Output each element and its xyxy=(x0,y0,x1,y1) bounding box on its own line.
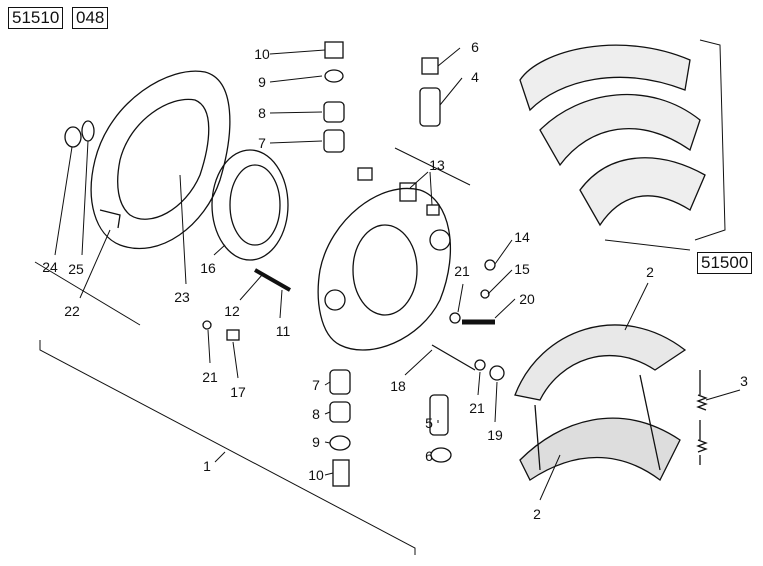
cap-24 xyxy=(64,126,82,148)
ref-number: 51510 xyxy=(12,8,60,27)
callout: 21 xyxy=(469,400,485,416)
callout: 21 xyxy=(454,263,470,279)
callout: 4 xyxy=(471,69,479,85)
callout: 8 xyxy=(258,105,266,121)
callout: 7 xyxy=(258,135,266,151)
callout: 5 xyxy=(425,415,433,431)
cap-25 xyxy=(81,120,95,142)
callout: 3 xyxy=(740,373,748,389)
callout: 11 xyxy=(275,323,291,339)
callout: 10 xyxy=(254,46,270,62)
callout: 14 xyxy=(514,229,530,245)
callout: 18 xyxy=(390,378,406,394)
callout: 13 xyxy=(429,157,445,173)
callout: 16 xyxy=(200,260,216,276)
callout: 15 xyxy=(514,261,530,277)
callout: 6 xyxy=(471,39,479,55)
callout: 1 xyxy=(203,458,211,474)
callout: 25 xyxy=(68,261,84,277)
ref-suffix-box: 048 xyxy=(72,7,109,29)
callout: 8 xyxy=(312,406,320,422)
callout: 20 xyxy=(519,291,535,307)
callout: 2 xyxy=(533,506,541,522)
callout: 9 xyxy=(312,434,320,450)
seal-ring xyxy=(211,149,289,261)
backing-plate xyxy=(90,70,231,250)
callout: 12 xyxy=(224,303,240,319)
callout: 23 xyxy=(174,289,190,305)
return-spring xyxy=(696,370,708,465)
parts-stack-top xyxy=(323,41,441,216)
callout: 9 xyxy=(258,74,266,90)
leader-lines xyxy=(34,39,741,555)
callout: 24 xyxy=(42,259,58,275)
callout: 22 xyxy=(64,303,80,319)
callout: 7 xyxy=(312,377,320,393)
callout: 2 xyxy=(646,264,654,280)
ref-number-box: 51510 xyxy=(8,7,64,29)
callout: 6 xyxy=(425,448,433,464)
callout: 19 xyxy=(487,427,503,443)
callout: 17 xyxy=(230,384,246,400)
brake-shoe-assembly xyxy=(514,324,687,481)
shoe-ref-box: 51500 xyxy=(697,252,753,274)
ref-suffix: 048 xyxy=(76,8,105,27)
parts-stack-bottom xyxy=(202,259,505,487)
shoe-ref: 51500 xyxy=(701,253,749,272)
brake-spider xyxy=(317,187,452,351)
callout: 10 xyxy=(308,467,324,483)
brake-linings xyxy=(519,44,706,227)
callout: 21 xyxy=(202,369,218,385)
